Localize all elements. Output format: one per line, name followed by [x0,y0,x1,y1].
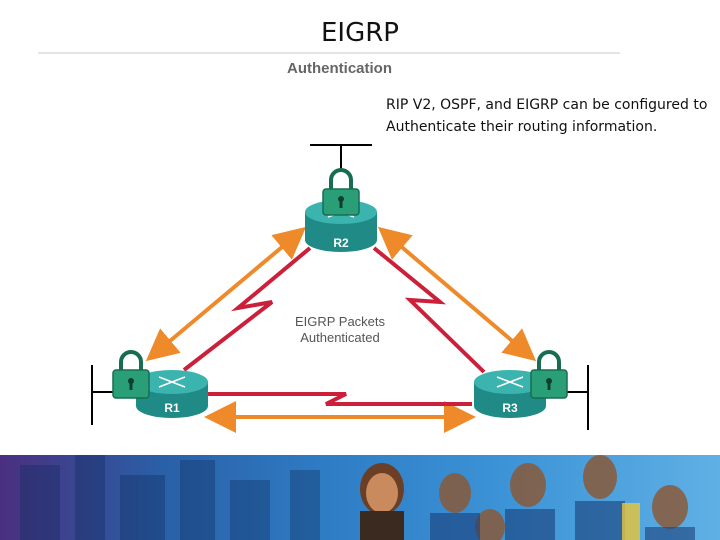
arrow-r2-r3 [377,226,537,362]
person-silhouette [360,463,404,540]
footer-decoration [20,455,695,540]
slide-subtitle: Authentication [287,60,392,77]
center-label-line-2: Authenticated [300,330,380,345]
bolt-link-r2-r1 [182,246,312,372]
description-text: RIP V2, OSPF, and EIGRP can be configure… [386,94,720,138]
bolt-link-r2-r3 [372,246,486,374]
lock-icon [322,168,360,216]
lock-icon [530,350,568,399]
router-r2: R2 [305,168,377,252]
description-line-2: Authenticate their routing information. [386,119,658,135]
network-diagram: EIGRP Packets Authenticated R2 [91,144,589,433]
arrow-r2-r1 [145,226,307,362]
router-r3: R3 [474,350,568,418]
router-r1: R1 [112,350,208,418]
bolt-link-r1-r3 [208,392,472,406]
router-label-r1: R1 [164,401,180,415]
lock-icon [112,350,150,399]
slide-title: EIGRP [321,18,399,48]
router-arrows-icon [158,376,186,388]
description-line-1: RIP V2, OSPF, and EIGRP can be configure… [386,97,708,113]
footer-banner [0,455,720,540]
router-arrows-icon [496,376,524,388]
center-label-line-1: EIGRP Packets [295,314,386,329]
router-label-r2: R2 [333,236,349,250]
lan-segment-r2 [310,144,372,170]
router-label-r3: R3 [502,401,518,415]
title-divider [38,52,620,54]
